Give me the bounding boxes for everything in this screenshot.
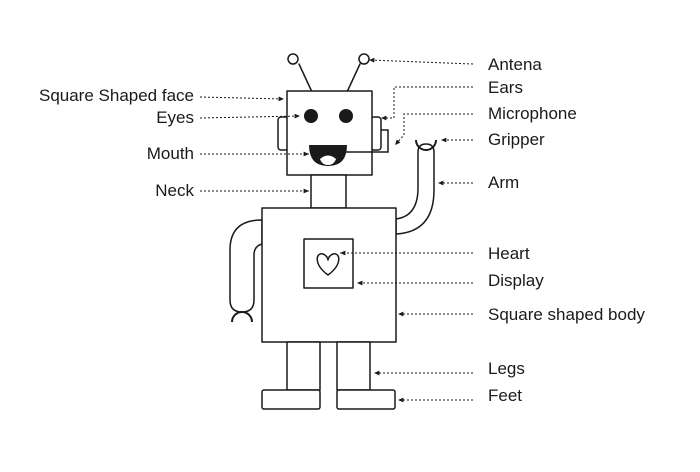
microphone-wire — [340, 129, 389, 153]
right-leg — [336, 341, 371, 391]
robot-tongue — [320, 155, 336, 165]
bottom-gripper — [231, 311, 253, 323]
leader-antena — [368, 57, 474, 65]
top-gripper — [415, 139, 437, 151]
robot-neck — [310, 174, 347, 209]
left-arm — [229, 219, 263, 313]
right-antenna-stalk — [346, 63, 361, 93]
label-display: Display — [488, 271, 544, 290]
label-antena: Antena — [488, 55, 542, 74]
left-foot — [261, 389, 321, 410]
label-arm: Arm — [488, 173, 520, 192]
leader-microphone — [394, 113, 473, 146]
label-square-shaped-face: Square Shaped face — [38, 86, 194, 105]
leader-face — [199, 96, 285, 102]
right-eye — [339, 109, 353, 123]
label-gripper: Gripper — [488, 130, 545, 149]
label-microphone: Microphone — [488, 104, 577, 123]
right-antenna-tip — [358, 53, 370, 65]
left-antenna-tip — [287, 53, 299, 65]
leader-eyes — [199, 113, 301, 119]
label-feet: Feet — [488, 386, 523, 405]
label-heart: Heart — [488, 244, 530, 263]
right-arm — [395, 143, 435, 235]
left-leg — [286, 341, 321, 391]
leader-ears — [381, 86, 473, 121]
left-eye — [304, 109, 318, 123]
label-square-shaped-body: Square shaped body — [488, 305, 645, 324]
label-eyes: Eyes — [156, 108, 194, 127]
left-antenna-stalk — [298, 63, 313, 93]
label-ears: Ears — [488, 78, 523, 97]
heart-icon — [316, 253, 340, 276]
label-neck: Neck — [155, 181, 194, 200]
label-legs: Legs — [488, 359, 525, 378]
label-mouth: Mouth — [146, 144, 194, 163]
right-foot — [336, 389, 396, 410]
